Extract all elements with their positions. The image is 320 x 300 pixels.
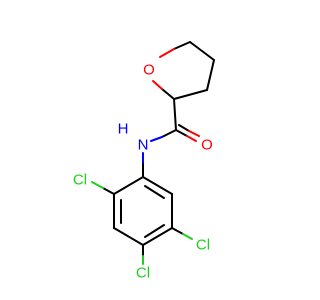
bond-c-cl [171,227,184,235]
bond-ring-c-o [173,41,191,50]
bond-ring-c-o [161,88,175,100]
bond-ring-c-c [189,41,215,61]
ring-oxygen-label: O [143,62,155,79]
bond-c-o-double [186,135,197,142]
chlorine-label-2: Cl [73,172,87,189]
chlorine-label-4: Cl [136,265,150,282]
bond-c-n [150,136,163,142]
bond-c-o-double [178,124,190,132]
bond-ring-c-o [152,80,163,90]
bond-aromatic [142,176,173,195]
bond-aromatic [113,176,144,195]
amide-nitrogen-label: N [138,137,149,154]
thf-ring [152,41,215,100]
molecule-structure: O O N H Cl Cl Cl [73,41,215,282]
chloro-bonds [91,181,193,265]
bond-c-cl [91,181,104,189]
carbonyl-oxygen-label: O [201,137,213,154]
bond-c-cl [182,233,193,240]
bond-aromatic-inner [144,185,165,199]
bond-c-n [161,129,177,138]
bond-c-c [173,98,177,131]
bond-ring-c-c [173,89,208,100]
bond-aromatic-inner [144,224,165,238]
bond-aromatic [113,227,144,246]
carbonyl-group [142,98,200,178]
bond-c-o-double [175,129,188,137]
amide-hydrogen-label: H [118,121,129,138]
bond-ring-c-o [159,48,175,58]
bond-ring-c-c [206,59,215,91]
bond-c-cl [102,187,115,195]
chlorine-label-5: Cl [196,237,210,254]
bond-c-o-double [188,130,200,137]
benzene-ring [113,176,173,246]
bond-aromatic [142,227,173,246]
